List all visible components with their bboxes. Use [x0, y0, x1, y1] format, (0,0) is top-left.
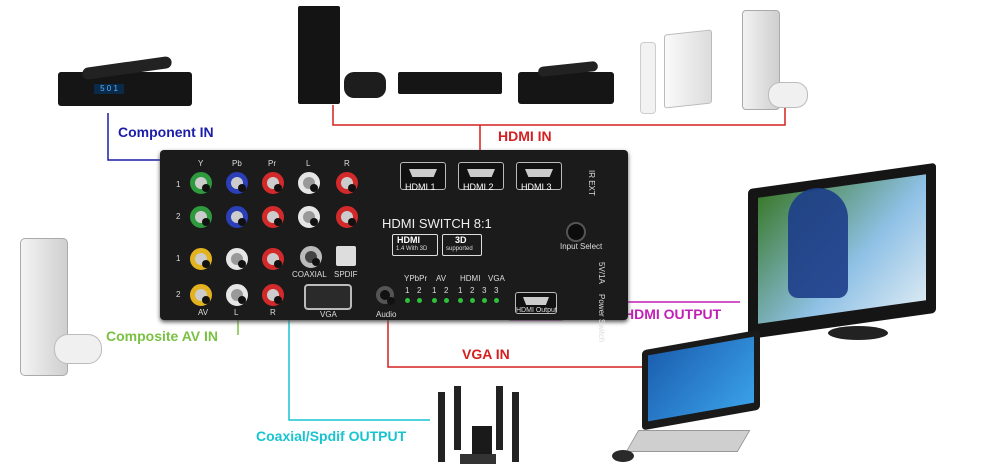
led-number-2: 2	[417, 286, 422, 295]
hdmi-logo: HDMI	[397, 235, 420, 245]
hdmi-3-label: HDMI 3	[521, 182, 552, 192]
vga-port[interactable]	[304, 284, 352, 310]
vga-port-label: VGA	[320, 310, 337, 319]
led-av-2	[444, 298, 449, 303]
spdif-label: SPDIF	[334, 270, 358, 279]
header-pb: Pb	[232, 159, 242, 168]
led-group-av: AV	[436, 274, 447, 283]
ir-ext-label: IR EXT	[587, 170, 596, 196]
led-number-1: 1	[405, 286, 410, 295]
led-hdmi-3	[482, 298, 487, 303]
vga-in-label: VGA IN	[462, 346, 510, 362]
3d-logo-sub: supported	[446, 246, 473, 252]
led-number-5: 1	[458, 286, 463, 295]
game-console-xbox-top-right	[742, 10, 808, 110]
av-r-label: R	[270, 308, 276, 317]
hdmi-2-port[interactable]	[458, 162, 504, 190]
hdmi-output-label: HDMI OUTPUT	[624, 306, 722, 322]
led-group-hdmi: HDMI	[460, 274, 481, 283]
led-av-1	[432, 298, 437, 303]
led-ypbpr-2	[417, 298, 422, 303]
jack-y-1[interactable]	[190, 172, 212, 194]
jack-pr-2[interactable]	[262, 206, 284, 228]
led-number-4: 2	[444, 286, 449, 295]
satellite-receiver-top	[518, 58, 614, 108]
row-number-1: 1	[176, 180, 181, 189]
coaxial-line	[288, 278, 430, 421]
header-pr: Pr	[268, 159, 276, 168]
led-number-6: 2	[470, 286, 475, 295]
header-r: R	[344, 159, 350, 168]
hdmi-in-line	[332, 105, 786, 126]
hdmi-logo-sub: 1.4 With 3D	[396, 246, 428, 252]
input-select-button[interactable]	[566, 222, 586, 242]
satellite-receiver-top-left: 5 0 1	[58, 55, 192, 108]
hdmi-in-label: HDMI IN	[498, 128, 552, 144]
coaxial-output-label: Coaxial/Spdif OUTPUT	[256, 428, 407, 444]
row-number-3: 1	[176, 254, 181, 263]
jack-r-2[interactable]	[336, 206, 358, 228]
spdif-port[interactable]	[336, 246, 356, 266]
game-console-ps4	[298, 6, 390, 106]
jack-av-l-2[interactable]	[226, 284, 248, 306]
hdmi-1-label: HDMI 1	[405, 182, 436, 192]
3d-badge: 3D supported	[442, 234, 482, 256]
audio-jack[interactable]	[376, 286, 395, 305]
jack-av-1[interactable]	[190, 248, 212, 270]
jack-av-r-2[interactable]	[262, 284, 284, 306]
composite-av-in-label: Composite AV IN	[106, 328, 219, 344]
led-number-3: 1	[432, 286, 437, 295]
hdmi-output-port-label: HDMI Output	[516, 307, 557, 314]
led-vga	[494, 298, 499, 303]
hdmi-switch-panel: Y Pb Pr L R 1 2 1 2 AV L R COAXIAL SPDIF…	[160, 150, 628, 342]
led-ypbpr-1	[405, 298, 410, 303]
row-number-2: 2	[176, 212, 181, 221]
3d-logo: 3D	[455, 235, 467, 245]
jack-av-r-1[interactable]	[262, 248, 284, 270]
audio-label: Audio	[376, 310, 397, 319]
bluray-player	[398, 68, 502, 96]
panel-title: HDMI SWITCH 8:1	[382, 216, 492, 231]
header-l: L	[306, 159, 311, 168]
jack-y-2[interactable]	[190, 206, 212, 228]
jack-l-2[interactable]	[298, 206, 320, 228]
led-group-ypbpr: YPbPr	[404, 274, 428, 283]
jack-av-l-1[interactable]	[226, 248, 248, 270]
hdmi-2-label: HDMI 2	[463, 182, 494, 192]
television	[748, 162, 942, 346]
game-console-wii	[640, 14, 716, 114]
row-number-4: 2	[176, 290, 181, 299]
hdmi-1-port[interactable]	[400, 162, 446, 190]
jack-pb-1[interactable]	[226, 172, 248, 194]
led-group-vga: VGA	[488, 274, 505, 283]
av-l-label: L	[234, 308, 239, 317]
jack-av-2[interactable]	[190, 284, 212, 306]
jack-pr-1[interactable]	[262, 172, 284, 194]
header-y: Y	[198, 159, 204, 168]
hdmi-logo-badge: HDMI 1.4 With 3D	[392, 234, 438, 256]
hdmi-3-port[interactable]	[516, 162, 562, 190]
led-number-7: 3	[482, 286, 487, 295]
led-hdmi-2	[470, 298, 475, 303]
jack-r-1[interactable]	[336, 172, 358, 194]
led-hdmi-1	[458, 298, 463, 303]
computer-monitor	[612, 329, 772, 465]
game-console-xbox-left	[20, 238, 102, 378]
speaker-system	[432, 386, 526, 466]
jack-pb-2[interactable]	[226, 206, 248, 228]
jack-l-1[interactable]	[298, 172, 320, 194]
hdmi-output-port[interactable]	[515, 292, 557, 314]
coaxial-jack[interactable]	[300, 246, 322, 268]
av-label: AV	[198, 308, 209, 317]
dc-label: 5V/1A	[597, 262, 606, 284]
power-switch-label: Power Switch	[597, 294, 606, 343]
component-in-label: Component IN	[118, 124, 214, 140]
led-number-8: 3	[494, 286, 499, 295]
coaxial-label: COAXIAL	[292, 270, 327, 279]
component-line	[107, 113, 170, 161]
input-select-label: Input Select	[560, 242, 603, 251]
